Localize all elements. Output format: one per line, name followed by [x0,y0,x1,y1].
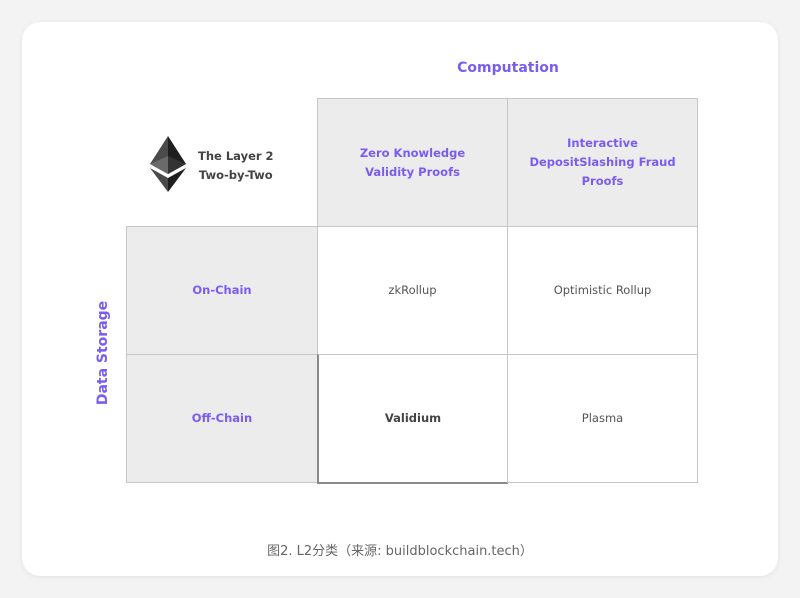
cell-label: Plasma [581,411,624,425]
cell-plasma: Plasma [507,354,698,483]
cell-optimistic-rollup: Optimistic Rollup [507,226,698,355]
ethereum-logo-icon [150,136,186,196]
column-header-zk: Zero Knowledge Validity Proofs [317,98,508,227]
cell-label: Validium [384,411,442,425]
row-header-onchain: On-Chain [126,226,318,355]
cell-label: zkRollup [388,283,437,297]
cell-zkrollup: zkRollup [317,226,508,355]
column-label: Interactive DepositSlashing Fraud Proofs [529,136,676,188]
row-label: On-Chain [192,283,252,297]
column-label: Zero Knowledge Validity Proofs [359,145,466,179]
corner-title-block: The Layer 2 Two-by-Two [150,136,274,196]
column-header-fraud: Interactive DepositSlashing Fraud Proofs [507,98,698,227]
row-axis-title: Data Storage [95,300,111,406]
row-header-offchain: Off-Chain [126,354,318,483]
corner-title: The Layer 2 Two-by-Two [198,149,274,182]
row-label: Off-Chain [191,411,253,425]
cell-label: Optimistic Rollup [553,283,652,297]
cell-validium: Validium [317,354,508,484]
column-axis-title: Computation [457,60,559,76]
figure-caption: 图2. L2分类（来源: buildblockchain.tech） [267,544,533,559]
